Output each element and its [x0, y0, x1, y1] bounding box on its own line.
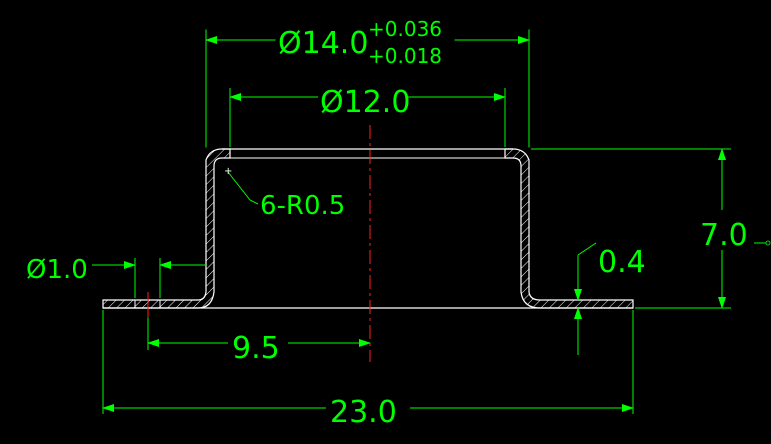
half-distance-dimension: 9.5 [147, 318, 371, 366]
inner-diameter-label: Ø12.0 [320, 85, 410, 120]
height-dimension: 7.0 [531, 148, 771, 309]
part-section [102, 148, 634, 318]
hole-diameter-dimension: Ø1.0 [26, 255, 206, 298]
thickness-label: 0.4 [598, 245, 646, 280]
half-distance-label: 9.5 [232, 331, 280, 366]
thickness-dimension: 0.4 [574, 242, 646, 355]
overall-width-label: 23.0 [330, 395, 397, 430]
outer-diameter-label: Ø14.0 [278, 26, 368, 61]
overall-width-dimension: 23.0 [102, 310, 634, 430]
outer-diameter-upper-tol: +0.036 [368, 17, 442, 41]
hole-diameter-label: Ø1.0 [26, 255, 88, 285]
left-flange-section [102, 148, 231, 309]
right-flange-section [504, 148, 634, 309]
fillet-radius-label: 6-R0.5 [260, 191, 345, 221]
outer-diameter-dimension: Ø14.0 +0.036 +0.018 [205, 17, 530, 148]
fillet-radius-leader: + 6-R0.5 [224, 166, 345, 221]
outer-diameter-lower-tol: +0.018 [368, 44, 442, 68]
svg-text:+: + [224, 166, 232, 177]
inner-diameter-dimension: Ø12.0 [229, 85, 506, 147]
height-label: 7.0 [700, 218, 748, 253]
